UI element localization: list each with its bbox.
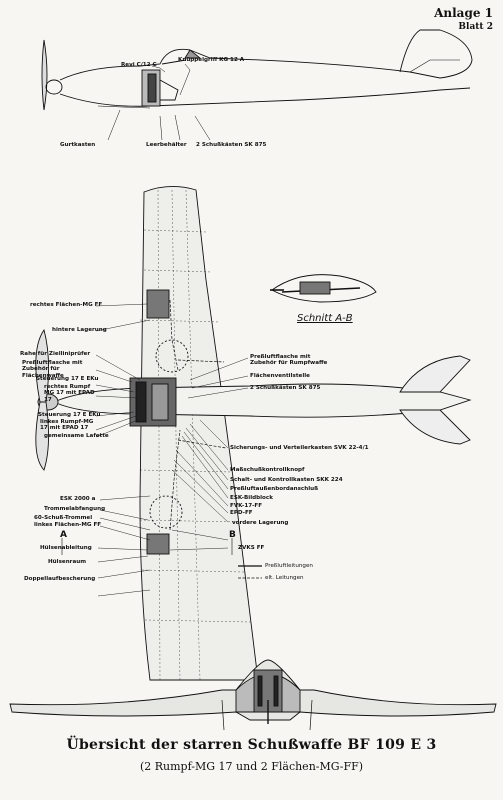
label-esk: ESK 2000 a bbox=[60, 496, 96, 502]
marker-a: A bbox=[60, 530, 67, 540]
section-ab-view bbox=[270, 274, 377, 303]
marker-b: B bbox=[229, 530, 236, 540]
label-leerbehaelter: Leerbehälter bbox=[146, 142, 187, 148]
label-pressluftflasche-fw: Preßluftflasche mit Zubehör für Flächenw… bbox=[22, 360, 83, 379]
label-revi: Revi C/12 C bbox=[121, 62, 157, 68]
label-steuerung-bottom: Steuerung 17 E EKu bbox=[38, 412, 101, 418]
annex-label: Anlage 1 bbox=[434, 6, 493, 20]
label-huelsenableitung: Hülsenableitung bbox=[40, 545, 92, 551]
label-rechtes-flaechen-mg: rechtes Flächen-MG FF bbox=[30, 302, 103, 308]
label-linkes-flaechen-mg: linkes Flächen-MG FF bbox=[34, 522, 102, 528]
section-ab-label: Schnitt A-B bbox=[297, 313, 353, 324]
label-zvks: ZVKS FF bbox=[238, 545, 265, 551]
label-verteiler: Sicherungs- und Verteilerkasten SVK 22-4… bbox=[230, 445, 369, 451]
label-gemeinsame-lafette: gemeinsame Lafette bbox=[44, 433, 109, 439]
label-doppellaufbescherung: Doppellaufbescherung bbox=[24, 576, 96, 582]
label-epd: EPD-FF bbox=[230, 510, 253, 516]
label-flaechenventil: Flächenventilstelle bbox=[250, 373, 310, 379]
sheet-label: Blatt 2 bbox=[458, 22, 493, 32]
legend-pressluft: Preßluftleitungen bbox=[265, 563, 313, 569]
label-schusskaesten-top: 2 Schußkästen SK 875 bbox=[196, 142, 267, 148]
top-view bbox=[35, 186, 472, 681]
label-kontrollknopf: Maßschußkontrollknopf bbox=[230, 467, 305, 473]
page-subtitle: (2 Rumpf-MG 17 und 2 Flächen-MG-FF) bbox=[139, 760, 364, 773]
label-fvk: FVK-17-FF bbox=[230, 503, 263, 509]
label-rahe: Rahe für Zielliniprüfer bbox=[20, 351, 91, 357]
label-schuss-trommel: 60-Schuß-Trommel bbox=[34, 515, 93, 521]
label-schusskaesten: 2 Schußkästen SK 875 bbox=[250, 385, 321, 391]
label-hintere-lagerung: hintere Lagerung bbox=[52, 327, 107, 333]
page-title: Übersicht der starren Schußwaffe BF 109 … bbox=[66, 737, 437, 753]
label-huelsenraum: Hülsenraum bbox=[48, 559, 87, 565]
label-knueppelgriff: Knüppelgriff KG 12 A bbox=[178, 57, 245, 63]
legend-elektrisch: elt. Leitungen bbox=[265, 575, 304, 581]
label-trommelabfangung: Trommelabfangung bbox=[44, 506, 106, 512]
label-gurtkasten: Gurtkasten bbox=[60, 142, 96, 148]
label-schaltkasten: Schalt- und Kontrollkasten SKK 224 bbox=[230, 477, 343, 483]
label-rechtes-rumpf-mg: rechtes Rumpf MG 17 mit EPAD 17 bbox=[44, 384, 95, 403]
label-pressluftflasche-rw: Preßluftflasche mit Zubehör für Rumpfwaf… bbox=[250, 354, 328, 367]
label-vordere-lagerung: vordere Lagerung bbox=[232, 520, 289, 526]
label-pressluftaussenbord: Preßluftaußenbordanschluß bbox=[230, 486, 319, 492]
label-steuerung-top: Steuerung 17 E EKu bbox=[36, 376, 99, 382]
front-view bbox=[9, 659, 497, 731]
side-view bbox=[41, 29, 473, 141]
label-linkes-rumpf-mg: linkes Rumpf-MG 17 mit EPAD 17 bbox=[40, 419, 94, 432]
label-esk-bildblock: ESK-Bildblock bbox=[230, 495, 273, 501]
